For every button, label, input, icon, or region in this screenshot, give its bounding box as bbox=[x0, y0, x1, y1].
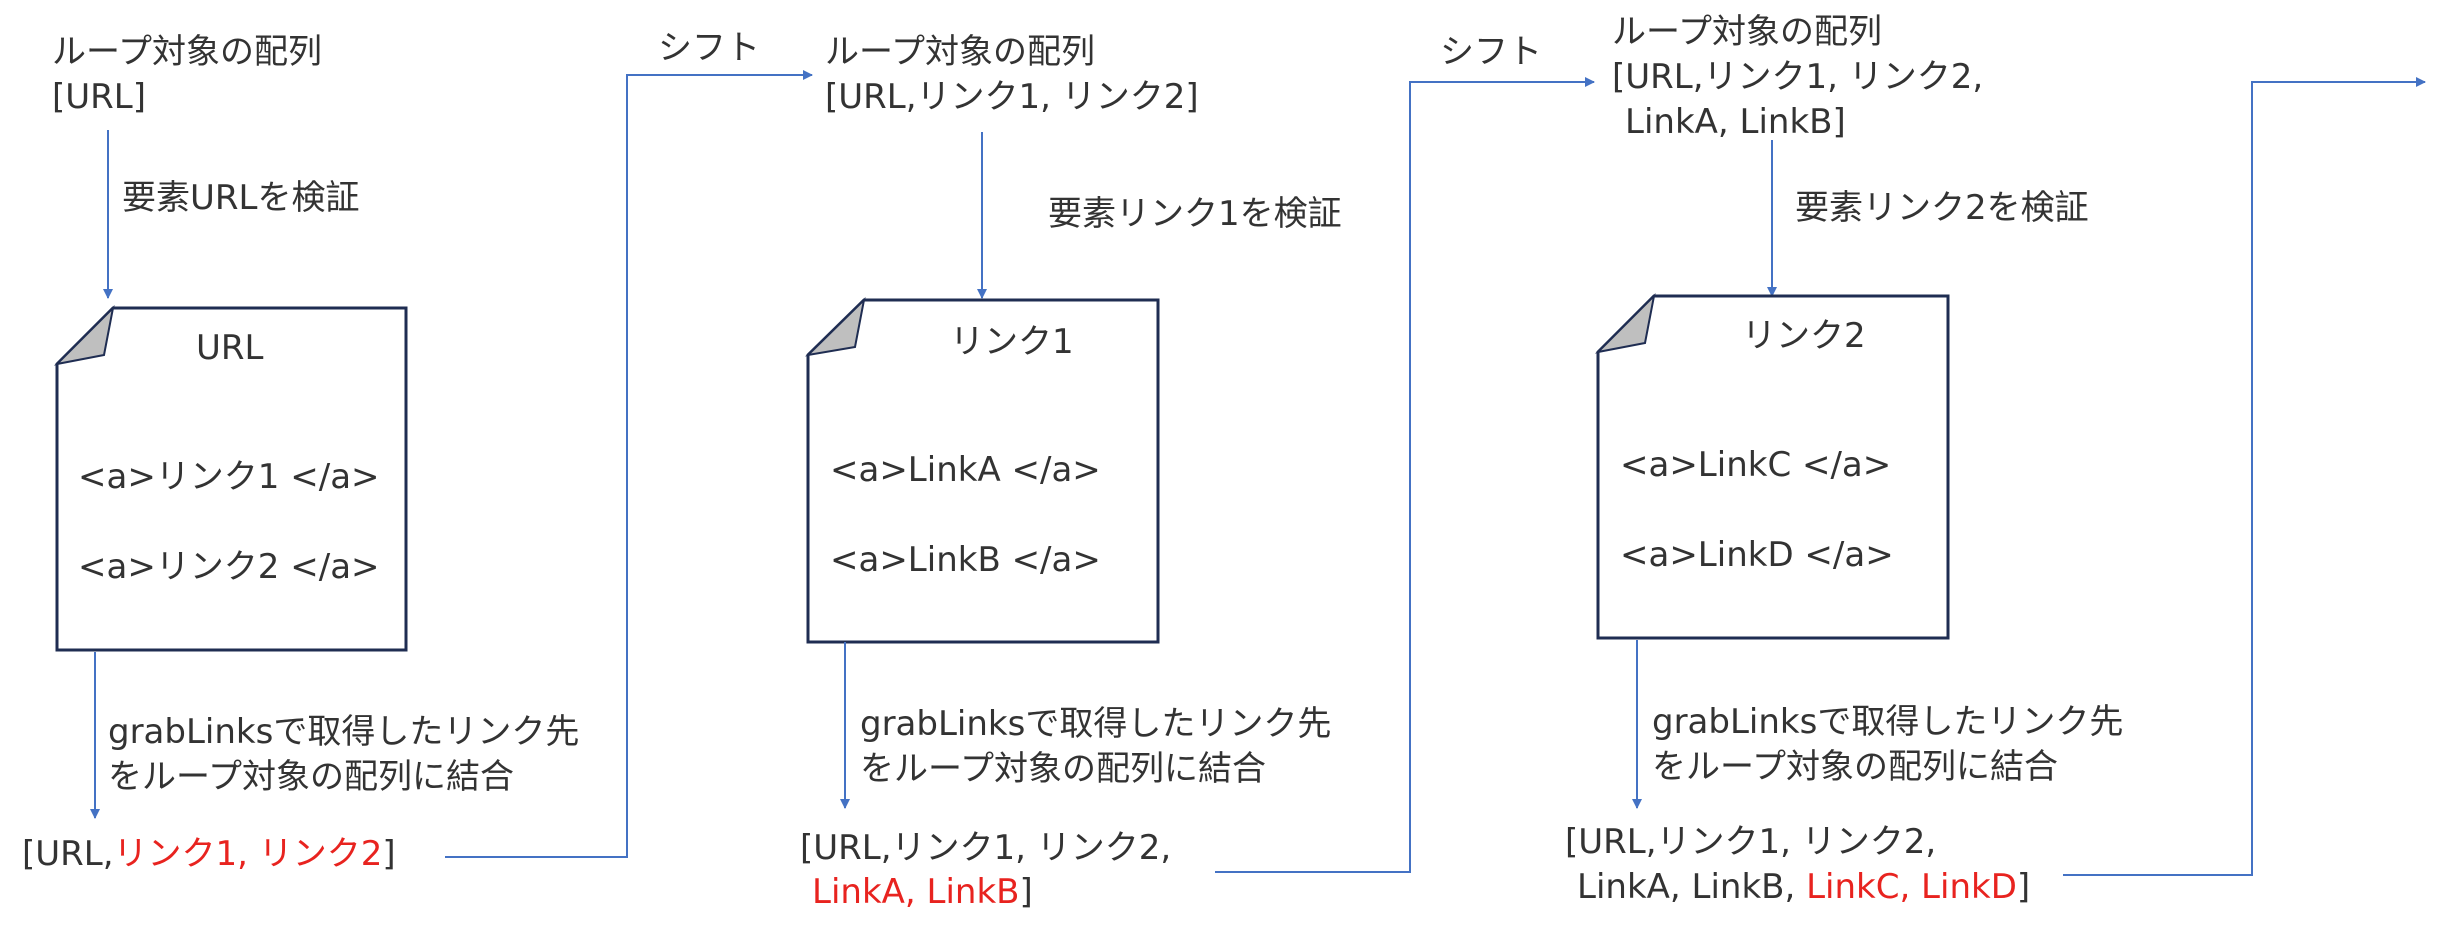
loop-array-title-2: ループ対象の配列 bbox=[825, 32, 1095, 72]
document-2-title: リンク1 bbox=[950, 322, 1074, 362]
document-3-link1: <a>LinkC </a> bbox=[1620, 445, 1892, 485]
document-3-link2: <a>LinkD </a> bbox=[1620, 535, 1894, 575]
result-array-1: [URL,リンク1, リンク2] bbox=[22, 832, 396, 876]
loop-array-value-1: [URL] bbox=[52, 77, 146, 117]
document-1-link2: <a>リンク2 </a> bbox=[78, 547, 380, 587]
result-array-2-line2: LinkA, LinkB] bbox=[812, 870, 1033, 914]
document-1-link1: <a>リンク1 </a> bbox=[78, 457, 380, 497]
document-1-title: URL bbox=[196, 328, 264, 368]
document-2-link1: <a>LinkA </a> bbox=[830, 450, 1101, 490]
verify-label-1: 要素URLを検証 bbox=[122, 178, 360, 218]
loop-array-title-3: ループ対象の配列 bbox=[1612, 12, 1882, 52]
document-1-fold bbox=[53, 304, 115, 366]
result-array-2-new: LinkA, LinkB bbox=[812, 872, 1020, 912]
document-3-fold bbox=[1594, 292, 1656, 354]
combine-label-2b: をループ対象の配列に結合 bbox=[860, 749, 1266, 789]
result-array-3-existing: LinkA, LinkB, bbox=[1577, 867, 1807, 907]
result-array-3-new: LinkC, LinkD bbox=[1806, 867, 2017, 907]
result-array-2-line1: [URL,リンク1, リンク2, bbox=[800, 828, 1172, 868]
document-2-fold bbox=[805, 297, 866, 357]
result-array-2-close: ] bbox=[1019, 872, 1033, 912]
combine-label-1a: grabLinksで取得したリンク先 bbox=[108, 712, 580, 752]
combine-label-3b: をループ対象の配列に結合 bbox=[1652, 747, 2058, 787]
shift-arrow-1 bbox=[445, 70, 813, 858]
result-array-3-close: ] bbox=[2016, 867, 2031, 907]
shift-label-2: シフト bbox=[1440, 32, 1542, 72]
loop-array-value-3b: LinkA, LinkB] bbox=[1625, 102, 1846, 142]
result-array-3-line1: [URL,リンク1, リンク2, bbox=[1565, 822, 1937, 862]
loop-array-title-1: ループ対象の配列 bbox=[52, 32, 322, 72]
result-array-3-line2: LinkA, LinkB, LinkC, LinkD] bbox=[1577, 865, 2030, 909]
verify-label-2: 要素リンク1を検証 bbox=[1048, 194, 1342, 234]
combine-label-3a: grabLinksで取得したリンク先 bbox=[1652, 702, 2124, 742]
document-3-title: リンク2 bbox=[1742, 316, 1866, 356]
combine-label-1b: をループ対象の配列に結合 bbox=[108, 757, 514, 797]
result-array-1-new: リンク1, リンク2 bbox=[113, 834, 383, 874]
document-2-link2: <a>LinkB </a> bbox=[830, 540, 1101, 580]
loop-array-value-2: [URL,リンク1, リンク2] bbox=[825, 77, 1199, 117]
verify-label-3: 要素リンク2を検証 bbox=[1795, 188, 2089, 228]
result-array-1-close: ] bbox=[382, 834, 396, 874]
loop-array-value-3a: [URL,リンク1, リンク2, bbox=[1612, 57, 1984, 97]
result-array-1-existing: [URL, bbox=[22, 834, 114, 874]
shift-label-1: シフト bbox=[658, 28, 760, 68]
combine-label-2a: grabLinksで取得したリンク先 bbox=[860, 704, 1332, 744]
shift-arrow-2 bbox=[1215, 77, 1595, 873]
shift-arrow-3 bbox=[2063, 77, 2426, 876]
